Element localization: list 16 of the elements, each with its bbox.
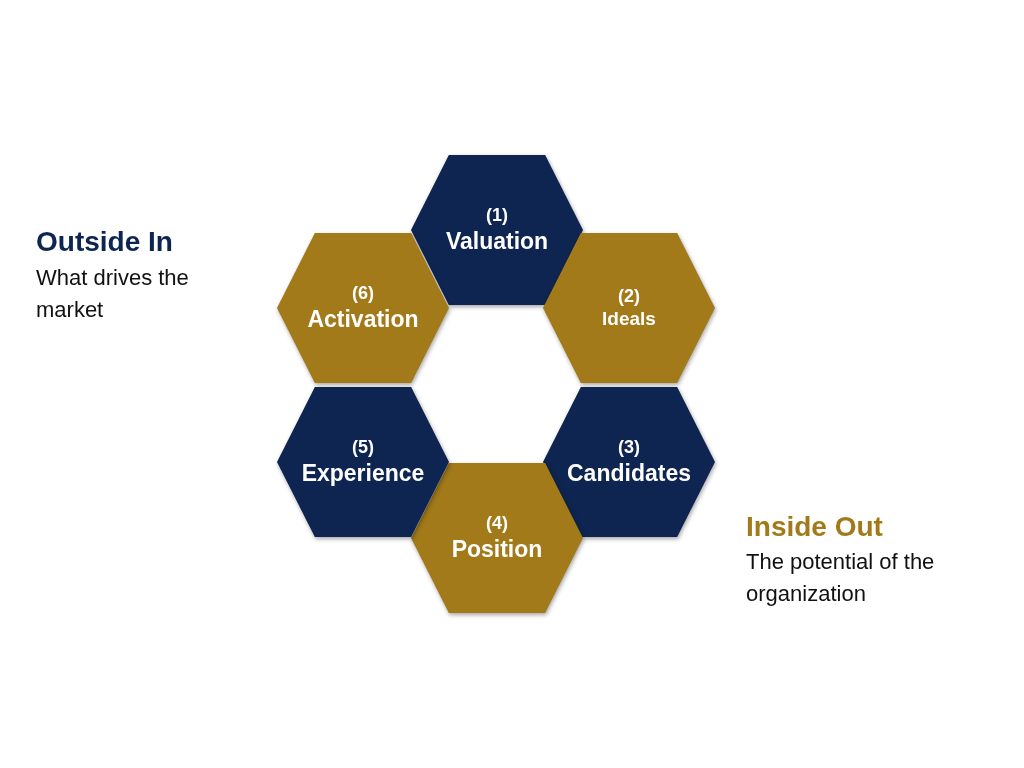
step-number: (3) — [618, 436, 640, 459]
step-title: Activation — [307, 304, 419, 334]
step-number: (5) — [352, 436, 374, 459]
step-number: (4) — [486, 512, 508, 535]
step-title: Candidates — [567, 458, 691, 488]
step-title: Position — [451, 534, 543, 564]
step-number: (2) — [618, 284, 640, 308]
step-number: (1) — [486, 204, 508, 227]
heading: Inside Out — [746, 510, 884, 544]
description: The potential of the organization — [746, 548, 936, 608]
step-title: Experience — [301, 458, 425, 488]
heading: Outside In — [36, 225, 174, 259]
description: What drives the market — [36, 264, 190, 324]
step-title: Valuation — [445, 226, 549, 256]
step-title: Ideals — [602, 307, 656, 332]
step-number: (6) — [352, 282, 374, 305]
